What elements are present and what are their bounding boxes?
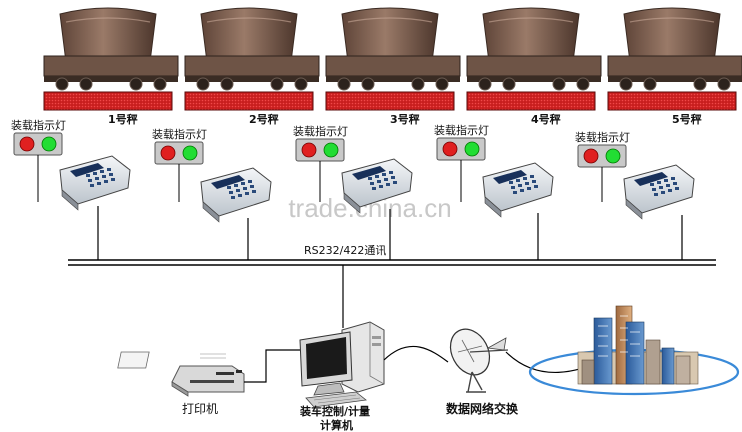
indicator-light-label: 装载指示灯 bbox=[575, 130, 630, 144]
indicator-light-label: 装载指示灯 bbox=[293, 124, 348, 138]
scale-label: 1号秤 bbox=[108, 112, 138, 126]
network-switch: 数据网络交换 bbox=[446, 328, 519, 416]
printer-cable bbox=[244, 349, 300, 383]
scale-display-board bbox=[184, 91, 314, 111]
communication-bus: RS232/422通讯 bbox=[68, 244, 716, 328]
satellite-dish-icon bbox=[449, 328, 509, 393]
indicator-light-label: 装载指示灯 bbox=[11, 118, 66, 132]
ladle-railcar-icon bbox=[607, 7, 742, 91]
bus-label: RS232/422通讯 bbox=[304, 244, 386, 257]
computer: 装车控制/计量 计算机 bbox=[299, 321, 385, 432]
computer-network-cable bbox=[383, 345, 449, 363]
computer-label-line1: 装车控制/计量 bbox=[299, 404, 370, 418]
network-label: 数据网络交换 bbox=[446, 401, 519, 416]
scale-label: 2号秤 bbox=[249, 112, 279, 126]
scale-display-board bbox=[325, 91, 455, 111]
city-skyline-icon bbox=[577, 305, 699, 385]
scale-display-board bbox=[607, 91, 737, 111]
indicator-light-label: 装载指示灯 bbox=[434, 123, 489, 137]
ladle-railcar-icon bbox=[184, 7, 320, 91]
scale-display-board bbox=[466, 91, 596, 111]
scale-label: 4号秤 bbox=[531, 112, 561, 126]
weighing-terminal-icon bbox=[341, 158, 413, 214]
tower-light-icon bbox=[577, 144, 627, 168]
weighing-terminal-icon bbox=[623, 164, 695, 220]
printer-label: 打印机 bbox=[182, 402, 218, 416]
printer: 打印机 bbox=[117, 351, 245, 416]
computer-label-line2: 计算机 bbox=[320, 418, 353, 432]
indicator-light-label: 装载指示灯 bbox=[152, 127, 207, 141]
scale-label: 3号秤 bbox=[390, 112, 420, 126]
weighing-terminal-icon bbox=[200, 167, 272, 223]
station-1: 1号秤 装载指示灯 bbox=[11, 7, 179, 260]
tower-light-icon bbox=[154, 141, 204, 165]
city bbox=[528, 305, 740, 396]
ladle-railcar-icon bbox=[43, 7, 179, 91]
scale-label: 5号秤 bbox=[672, 112, 702, 126]
ladle-railcar-icon bbox=[325, 7, 461, 91]
tower-light-icon bbox=[295, 138, 345, 162]
tower-light-icon bbox=[436, 137, 486, 161]
scale-display-board bbox=[43, 91, 173, 111]
ladle-railcar-icon bbox=[466, 7, 602, 91]
printer-icon bbox=[117, 351, 245, 397]
desktop-computer-icon bbox=[299, 321, 385, 408]
tower-light-icon bbox=[13, 132, 63, 156]
weighing-terminal-icon bbox=[482, 162, 554, 218]
weighing-terminal-icon bbox=[59, 155, 131, 211]
